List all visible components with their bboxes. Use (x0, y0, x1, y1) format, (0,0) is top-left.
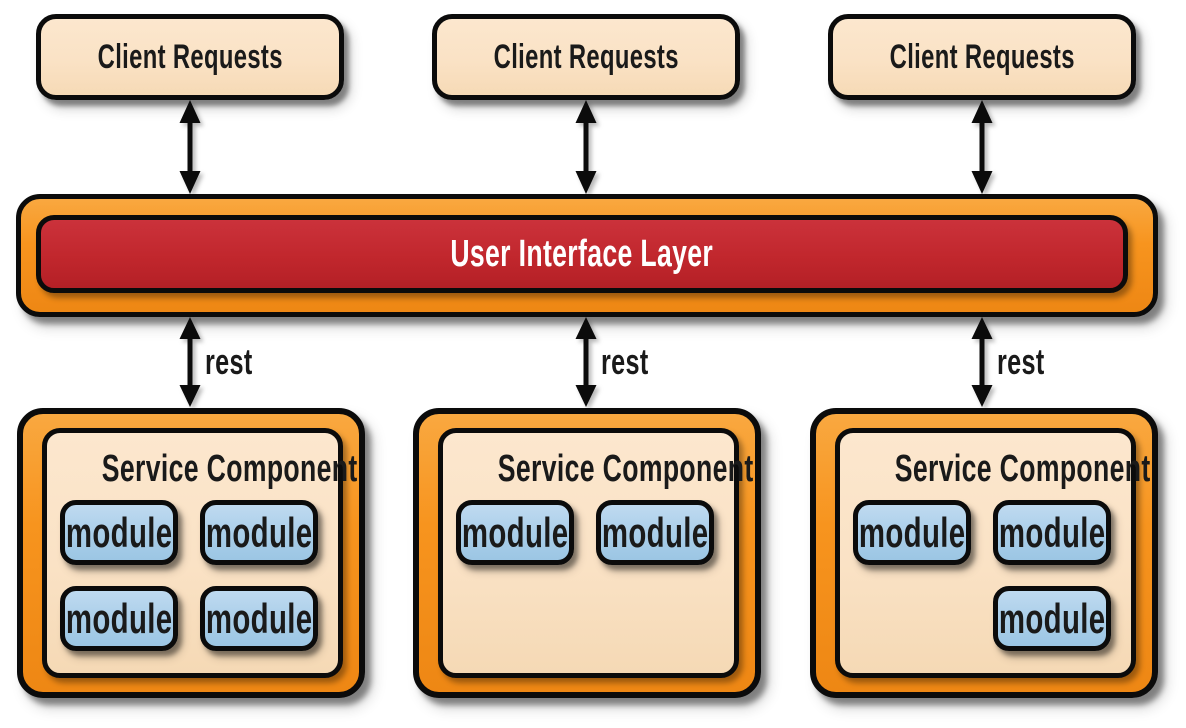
double-arrow-icon (179, 100, 201, 194)
rest-label: rest (997, 341, 1045, 382)
module-label: module (205, 594, 313, 642)
module-label: module (205, 508, 313, 556)
double-arrow-icon (971, 100, 993, 194)
ui-layer-label: User Interface Layer (450, 232, 714, 275)
module-box: module (853, 500, 971, 565)
service-component-title: Service Component (894, 448, 1151, 490)
module-box: module (993, 500, 1111, 565)
client-requests-label: Client Requests (889, 37, 1075, 76)
module-grid: module module (456, 500, 714, 565)
client-requests-label: Client Requests (97, 37, 283, 76)
client-requests-box: Client Requests (36, 14, 344, 100)
module-box: module (60, 500, 178, 565)
service-component-title: Service Component (101, 448, 358, 490)
ui-layer-bar: User Interface Layer (16, 194, 1158, 317)
client-requests-box: Client Requests (828, 14, 1136, 100)
module-label: module (998, 594, 1106, 642)
module-label: module (65, 508, 173, 556)
double-arrow-icon (179, 317, 201, 407)
module-label: module (461, 508, 569, 556)
service-component-box: Service Component module module module (810, 408, 1158, 698)
module-box: module (596, 500, 714, 565)
module-box: module (200, 500, 318, 565)
module-grid: module module module (853, 500, 1111, 651)
service-component-inner: Service Component module module (438, 428, 754, 678)
module-grid: module module module module (60, 500, 318, 651)
client-requests-label: Client Requests (493, 37, 679, 76)
module-box: module (456, 500, 574, 565)
rest-label: rest (205, 341, 253, 382)
service-component-title: Service Component (497, 448, 754, 490)
module-label: module (601, 508, 709, 556)
module-label: module (858, 508, 966, 556)
ui-layer-inner: User Interface Layer (36, 215, 1128, 293)
client-requests-box: Client Requests (432, 14, 740, 100)
rest-label: rest (601, 341, 649, 382)
service-component-inner: Service Component module module module (835, 428, 1151, 678)
module-label: module (998, 508, 1106, 556)
module-box: module (60, 586, 178, 651)
double-arrow-icon (575, 317, 597, 407)
service-component-box: Service Component module module (413, 408, 761, 698)
module-label: module (65, 594, 173, 642)
double-arrow-icon (971, 317, 993, 407)
module-box: module (200, 586, 318, 651)
module-box: module (993, 586, 1111, 651)
double-arrow-icon (575, 100, 597, 194)
